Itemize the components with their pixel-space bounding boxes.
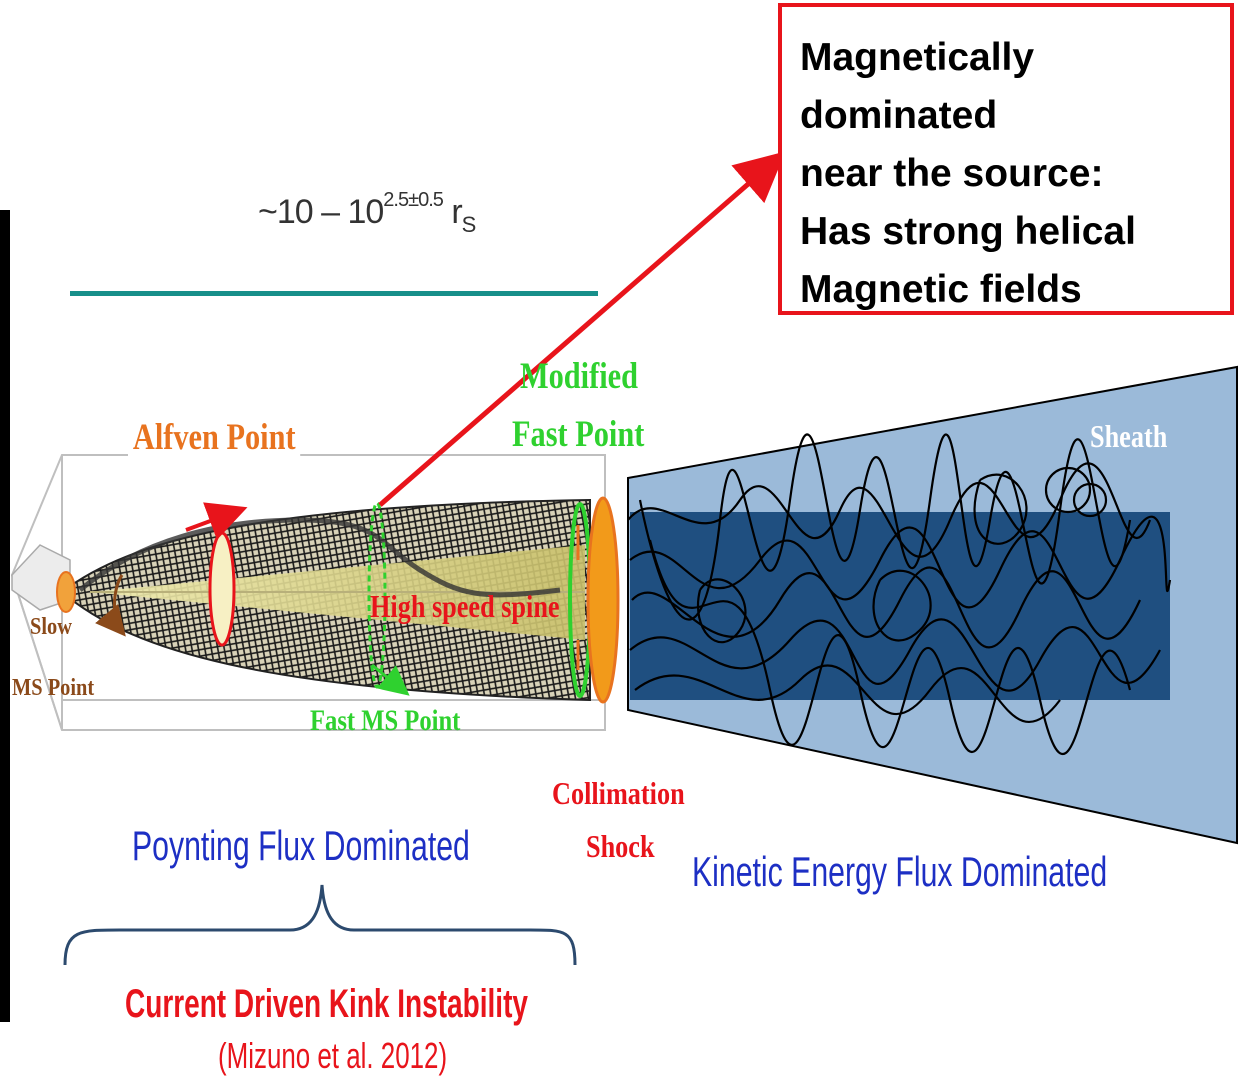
callout-line: dominated xyxy=(800,94,998,137)
callout-line: Magnetically xyxy=(800,36,1035,79)
callout-text: Magnetically dominated near the source: … xyxy=(800,29,1136,319)
high-speed-spine-label: High speed spine xyxy=(370,588,560,624)
callout-line: near the source: xyxy=(800,152,1104,195)
alfven-point-label: Alfven Point xyxy=(128,416,301,459)
source-ellipse xyxy=(56,571,76,613)
shock-label: Shock xyxy=(586,828,655,864)
callout-box: Magnetically dominated near the source: … xyxy=(778,3,1234,315)
poynting-label: Poynting Flux Dominated xyxy=(132,822,470,869)
modified-label: Modified xyxy=(520,356,638,397)
collimation-label: Collimation xyxy=(552,775,685,811)
callout-pointer-line xyxy=(378,151,786,507)
ms-point-label: MS Point xyxy=(12,675,95,701)
scale-label: ~10 – 102.5±0.5 rS xyxy=(258,189,476,237)
scale-line xyxy=(70,291,598,296)
turbulent-field-lines xyxy=(627,433,1172,756)
kinetic-label: Kinetic Energy Flux Dominated xyxy=(692,848,1108,895)
kink-label: Current Driven Kink Instability xyxy=(125,982,528,1026)
callout-line: Magnetic fields xyxy=(800,268,1082,311)
fast-point-label: Fast Point xyxy=(512,414,645,455)
slow-label: Slow xyxy=(30,614,72,640)
left-edge-bar xyxy=(0,210,10,1022)
sheath-label: Sheath xyxy=(1090,418,1168,454)
citation-label: (Mizuno et al. 2012) xyxy=(218,1035,448,1076)
alfven-ring xyxy=(208,531,236,647)
callout-line: Has strong helical xyxy=(800,210,1136,253)
collimation-shock-disk xyxy=(586,496,620,704)
helical-field-line xyxy=(78,517,561,598)
fast-ms-point-label: Fast MS Point xyxy=(310,704,461,737)
poynting-brace xyxy=(63,884,577,966)
